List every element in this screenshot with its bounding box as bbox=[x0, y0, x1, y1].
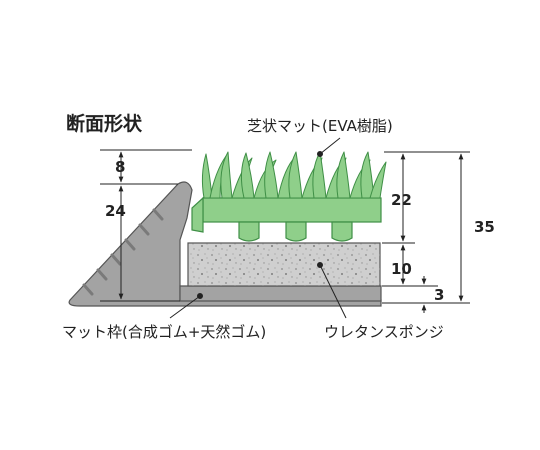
dim-frame-height: 24 bbox=[105, 202, 126, 220]
dim-total-height: 35 bbox=[474, 218, 495, 236]
dim-grass-height: 8 bbox=[115, 158, 125, 176]
grass-blades bbox=[201, 151, 387, 199]
diagram-title: 断面形状 bbox=[66, 112, 143, 135]
left-dimension-lines bbox=[100, 149, 192, 302]
dim-base-height: 3 bbox=[434, 286, 444, 304]
sponge-label: ウレタンスポンジ bbox=[324, 323, 444, 341]
dim-mat-height: 22 bbox=[391, 191, 412, 209]
right-dimension-lines bbox=[382, 151, 470, 313]
turf-mat-edge bbox=[191, 196, 204, 233]
frame-label: マット枠(合成ゴム+天然ゴム) bbox=[62, 323, 266, 341]
turf-mat-label: 芝状マット(EVA樹脂) bbox=[247, 117, 393, 135]
frame-base-strip bbox=[179, 285, 382, 302]
leader-lines bbox=[169, 137, 347, 319]
urethane-sponge-texture bbox=[188, 243, 380, 286]
rubber-frame bbox=[68, 181, 382, 307]
turf-mat-base bbox=[202, 197, 382, 223]
turf-mat-studs bbox=[238, 221, 353, 242]
dim-sponge-height: 10 bbox=[391, 260, 412, 278]
